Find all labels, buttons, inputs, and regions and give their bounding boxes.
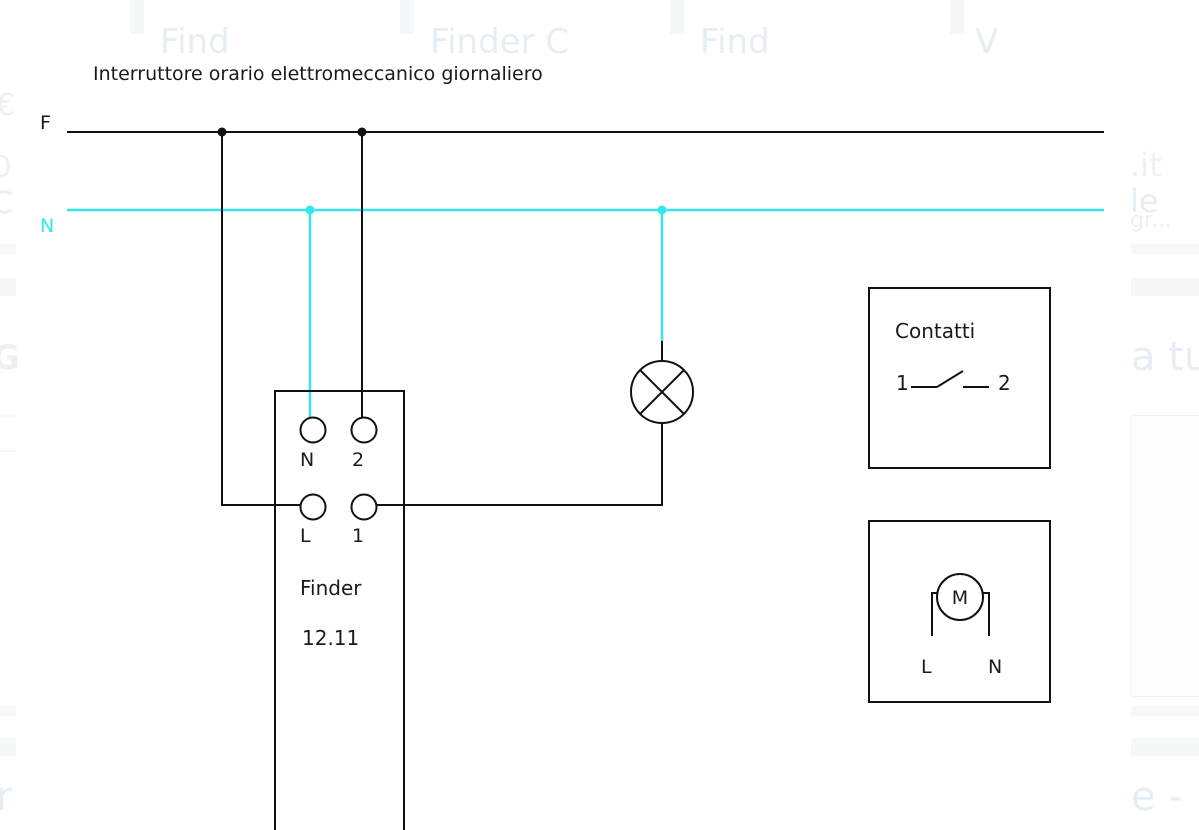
legend-contacts-box: [868, 287, 1051, 469]
terminal-2-label: 2: [352, 449, 364, 471]
ghost-right-bar-1: [1131, 244, 1199, 254]
terminal-1-label: 1: [352, 525, 364, 547]
ghost-left-bar-6: [0, 738, 16, 756]
lamp-icon: [630, 360, 694, 424]
phase-junction-1: [217, 127, 227, 137]
lamp-to-1-wire: [377, 423, 663, 506]
neutral-label: N: [40, 215, 54, 237]
phase-junction-2: [357, 127, 367, 137]
open-contact-icon: [911, 370, 989, 388]
phase-to-L-wire: [221, 132, 300, 506]
terminal-1: [350, 493, 378, 521]
legend-contacts-right-label: 2: [998, 371, 1011, 395]
ghost-top-tab-1: [130, 0, 144, 34]
ghost-left-bar-5: [0, 706, 16, 716]
phase-label: F: [40, 112, 51, 134]
legend-motor-right-label: N: [988, 656, 1002, 678]
terminal-2: [350, 416, 378, 444]
ghost-right-bar-3: [1131, 706, 1199, 716]
neutral-junction-1: [305, 205, 315, 215]
device-brand: Finder: [300, 576, 362, 600]
ghost-top-tab-3: [670, 0, 684, 34]
ghost-top-tab-4: [950, 0, 964, 34]
terminal-L-label: L: [300, 525, 311, 547]
ghost-left-bar-4: [0, 450, 16, 452]
diagram-title: Interruttore orario elettromeccanico gio…: [93, 63, 543, 85]
ghost-top-tab-2: [400, 0, 414, 34]
ghost-right-bar-2: [1131, 278, 1199, 296]
finder-device-box: [274, 390, 405, 830]
ghost-left-bar-1: [0, 244, 16, 254]
legend-contacts-title: Contatti: [895, 319, 975, 343]
terminal-N: [299, 416, 327, 444]
neutral-junction-2: [657, 205, 667, 215]
motor-icon: [931, 573, 990, 636]
ghost-right-bar-4: [1131, 738, 1199, 756]
terminal-N-label: N: [300, 449, 314, 471]
ghost-right-thumbnail: [1131, 415, 1199, 697]
device-model: 12.11: [302, 626, 359, 650]
motor-symbol-label: M: [952, 587, 968, 609]
legend-contacts-left-label: 1: [896, 371, 909, 395]
legend-motor-left-label: L: [921, 656, 932, 678]
ghost-left-bar-2: [0, 278, 16, 296]
terminal-L: [299, 493, 327, 521]
ghost-left-bar-3: [0, 415, 16, 417]
